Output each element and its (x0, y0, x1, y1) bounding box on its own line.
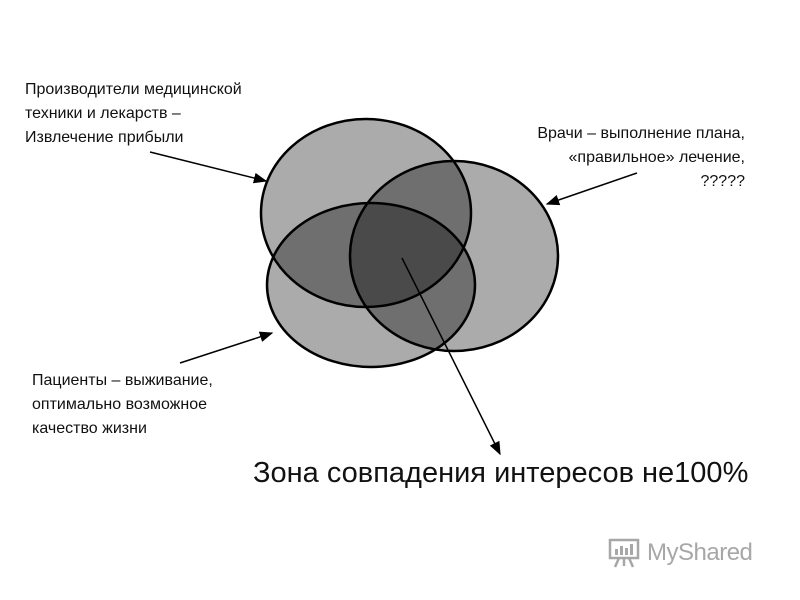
label-patients-line-3: качество жизни (32, 420, 147, 437)
circle-doctors-outline (348, 159, 560, 353)
arrow-patients (179, 331, 274, 364)
label-patients-line-2: оптимально возможное (32, 396, 208, 413)
label-manufacturers-line-2: техники и лекарств – (25, 105, 181, 122)
presentation-board-icon (608, 538, 640, 568)
label-manufacturers-line-3: Извлечение прибыли (25, 129, 184, 146)
label-doctors-line-2: «правильное» лечение, (568, 149, 746, 166)
arrow-zone (401, 257, 501, 456)
arrow-doctors (545, 172, 638, 206)
label-doctors: Врачи – выполнение плана, «правильное» л… (537, 122, 745, 194)
label-doctors-line-1: Врачи – выполнение плана, (537, 125, 745, 142)
watermark: MyShared (607, 536, 753, 570)
circle-patients-outline (265, 201, 477, 369)
label-patients-line-1: Пациенты – выживание, (32, 372, 213, 389)
watermark-text: MyShared (647, 539, 753, 566)
label-patients: Пациенты – выживание, оптимально возможн… (32, 369, 213, 441)
label-zone-of-interest: Зона совпадения интересов не100% (253, 457, 749, 489)
arrow-manufacturers (149, 151, 268, 184)
overlap-all-three (350, 203, 471, 307)
label-manufacturers-line-1: Производители медицинской (25, 81, 242, 98)
label-manufacturers: Производители медицинской техники и лека… (25, 78, 242, 150)
label-doctors-line-3: ????? (700, 173, 746, 190)
